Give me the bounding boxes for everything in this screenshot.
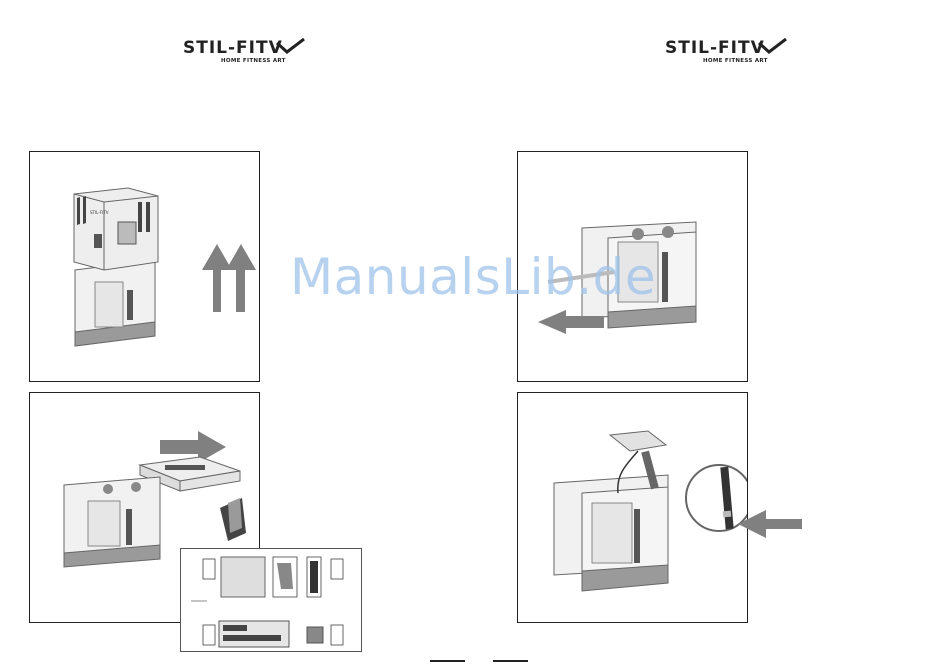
logo-left: STIL-FITV HOME FITNESS ART <box>183 38 303 68</box>
page-marker-right <box>493 660 528 662</box>
watermark-text: ManualsLib.de <box>290 248 656 306</box>
checkmark-swoosh-icon <box>757 38 787 54</box>
logo-right: STIL-FITV HOME FITNESS ART <box>665 38 785 68</box>
step-panel-lift-box: STIL-FITV <box>29 151 260 382</box>
checkmark-swoosh-icon <box>275 38 305 54</box>
box-brand-label: STIL-FITV <box>90 210 109 215</box>
parts-inventory-box <box>180 548 362 652</box>
logo-tagline: HOME FITNESS ART <box>703 58 768 64</box>
step-panel-assemble-handle <box>517 392 748 623</box>
lift-box-illustration: STIL-FITV <box>30 152 259 381</box>
parts-inventory-illustration <box>181 549 361 651</box>
assemble-handle-illustration <box>518 393 747 622</box>
page-marker-left <box>430 660 465 662</box>
logo-tagline: HOME FITNESS ART <box>221 58 286 64</box>
arrow-left-icon <box>736 504 806 544</box>
